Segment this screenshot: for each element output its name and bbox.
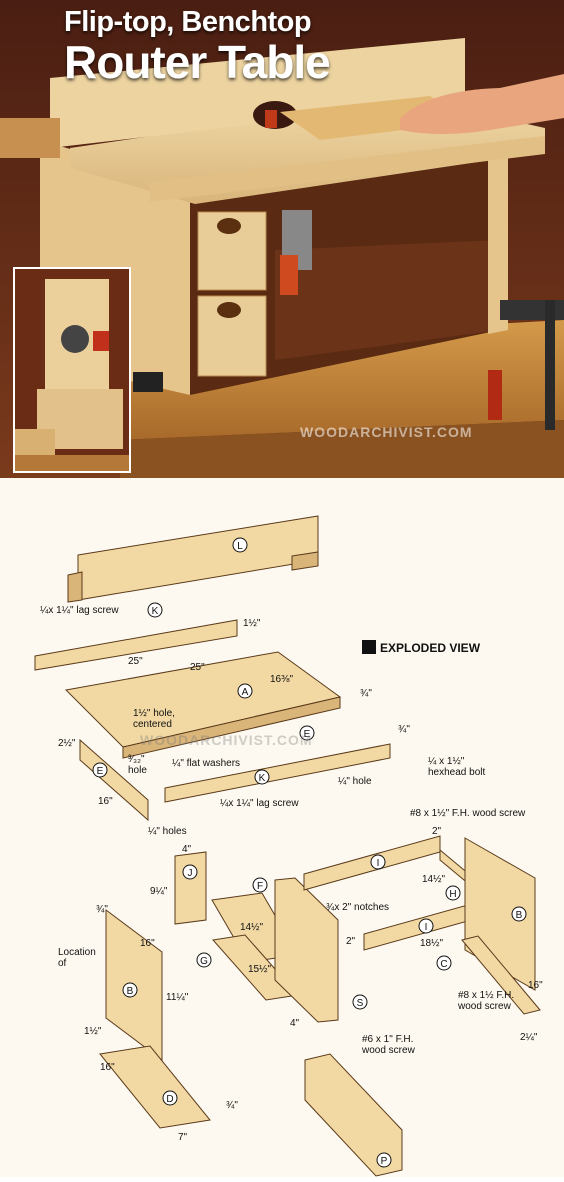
label-4: 4" <box>182 844 192 855</box>
label-25-a: 25" <box>190 662 205 673</box>
tag-I-2: I <box>425 922 428 933</box>
photo-illustration <box>0 0 564 478</box>
label-3-4-a: ¾" <box>360 688 372 699</box>
photo-watermark: WOODARCHIVIST.COM <box>300 424 473 440</box>
label-2-i: 2" <box>346 936 356 947</box>
label-holes-1-4: ¼" holes <box>148 825 187 837</box>
label-fh-screw-c: #8 x 1½ F.H.wood screw <box>457 990 514 1012</box>
part-L-fence <box>77 515 319 601</box>
label-16-c: 16" <box>528 980 543 991</box>
label-fh-screw-s: #6 x 1" F.H.wood screw <box>361 1034 416 1056</box>
label-3-4-d: ¾" <box>226 1100 238 1111</box>
label-11-25: 11¼" <box>166 991 189 1003</box>
label-15-5: 15½" <box>248 964 271 975</box>
part-P-drawer <box>304 1053 403 1177</box>
label-16-e: 16" <box>98 796 113 807</box>
router-table-photo: Flip-top, Benchtop Router Table WOODARCH… <box>0 0 564 478</box>
tag-C: C <box>440 959 447 970</box>
inset-photo-flipped <box>13 267 131 473</box>
label-lag-screw-bottom: ¼x 1¼" lag screw <box>220 797 299 809</box>
inset-illustration <box>15 269 129 471</box>
label-16-375: 16⅜" <box>270 674 293 685</box>
view-title: EXPLODED VIEW <box>380 641 481 655</box>
part-tags <box>92 537 527 1168</box>
tag-D: D <box>166 1094 173 1105</box>
tag-I: I <box>377 858 380 869</box>
tag-K: K <box>152 606 159 617</box>
tag-K-2: K <box>259 773 266 784</box>
label-fh-screw-top: #8 x 1½" F.H. wood screw <box>410 808 526 819</box>
view-number-box <box>362 640 376 654</box>
label-14-5-f: 14½" <box>240 922 263 933</box>
part-S-side <box>274 877 339 1023</box>
part-D-bottom <box>99 1045 211 1129</box>
label-1-5: 1½" <box>243 618 261 629</box>
title-line-1: Flip-top, Benchtop <box>64 6 312 38</box>
part-K-strip-top <box>34 619 238 671</box>
label-2-top: 2" <box>432 826 442 837</box>
label-1-5-d: 1½" <box>84 1026 102 1037</box>
exploded-view-svg: L K A E E K J F G B I H I B C S D P <box>34 515 543 1177</box>
part-tag-letters: L K A E E K J F G B I H I B C S D P <box>97 541 523 1167</box>
tag-F: F <box>257 881 263 892</box>
part-K-strip-bottom <box>164 743 391 803</box>
view-number: 1 <box>366 640 373 654</box>
exploded-view-diagram: L K A E E K J F G B I H I B C S D P <box>0 478 564 1177</box>
label-16-d: 16" <box>100 1062 115 1073</box>
tag-S: S <box>357 998 364 1009</box>
label-2-5: 2½" <box>58 738 76 749</box>
tag-B: B <box>127 986 134 997</box>
tag-E-2: E <box>97 766 104 777</box>
photo-title: Flip-top, Benchtop Router Table <box>64 6 331 89</box>
tag-P: P <box>381 1156 388 1167</box>
label-3-4-c: ¾" <box>96 904 108 915</box>
diagram-watermark: WOODARCHIVIST.COM <box>140 732 313 748</box>
tag-L: L <box>237 541 243 552</box>
tag-H: H <box>449 889 456 900</box>
label-7: 7" <box>178 1132 188 1143</box>
tag-A: A <box>242 687 249 698</box>
part-J <box>174 851 207 925</box>
label-flat-washers: ¼" flat washers <box>172 757 240 769</box>
tag-B-2: B <box>516 910 523 921</box>
dimension-labels: ¼x 1¼" lag screw 1½" 25" 25" 16⅜" ¾" 1½"… <box>40 604 543 1143</box>
title-line-2: Router Table <box>64 36 331 88</box>
label-hex-bolt: ¼ x 1½"hexhead bolt <box>428 755 485 778</box>
label-14-5-h: 14½" <box>422 874 445 885</box>
label-hole-3-32: ³⁄₃₂"hole <box>128 754 147 776</box>
tag-J: J <box>188 868 193 879</box>
label-3-4-b: ¾" <box>398 724 410 735</box>
tag-G: G <box>200 956 208 967</box>
label-9-25: 9¼" <box>150 885 168 897</box>
label-hole-1-4: ¼" hole <box>338 775 372 787</box>
label-lag-screw-top: ¼x 1¼" lag screw <box>40 604 119 616</box>
label-hole-centered: 1½" hole,centered <box>133 708 175 730</box>
label-25-k: 25" <box>128 656 143 667</box>
part-C-base <box>461 935 541 1015</box>
part-E-left <box>79 738 149 822</box>
label-16-b: 16" <box>140 938 155 949</box>
tag-E: E <box>304 729 311 740</box>
label-4-g: 4" <box>290 1018 300 1029</box>
label-18-5: 18½" <box>420 938 443 949</box>
label-notches: ¾x 2" notches <box>326 902 389 913</box>
label-2-25: 2¼" <box>520 1031 538 1043</box>
